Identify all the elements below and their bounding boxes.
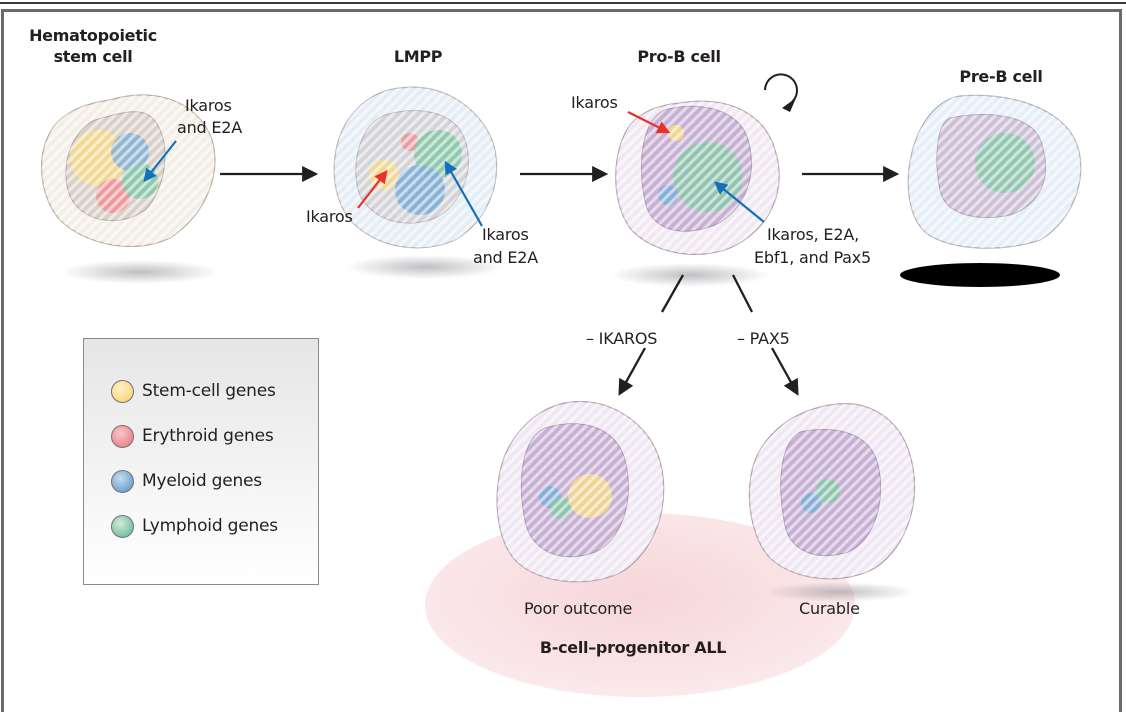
annotation-label: and E2A [473, 248, 538, 267]
legend-item-lymphoid: Lymphoid genes [111, 513, 278, 539]
branch-arrow [770, 347, 799, 396]
blue-arrow [444, 160, 483, 227]
stage-title: Hematopoietic [29, 26, 157, 45]
self-renewal-arrow [764, 73, 798, 103]
outcome-label: Curable [799, 599, 860, 618]
erythroid-genes-swatch-icon [111, 424, 134, 448]
stage-title: LMPP [394, 47, 443, 66]
cell-poor-outcome [496, 401, 665, 583]
branch-label-pax5: – PAX5 [737, 329, 790, 348]
legend-label: Lymphoid genes [142, 516, 278, 536]
cell-shadow [60, 260, 220, 284]
cell-shadow [900, 263, 1060, 287]
disease-region-label: B-cell–progenitor ALL [540, 638, 726, 657]
legend-label: Myeloid genes [142, 471, 262, 491]
cell-shadow [345, 255, 505, 279]
stage-title: stem cell [54, 47, 133, 66]
branch-label-ikaros: – IKAROS [586, 329, 657, 348]
annotation-label: Ikaros [571, 93, 618, 112]
legend-item-erythroid: Erythroid genes [111, 423, 274, 449]
annotation-label: Ikaros [482, 225, 529, 244]
blue-arrow [143, 140, 177, 183]
branch-line [731, 274, 754, 313]
red-arrow [357, 169, 388, 209]
cell-lmpp [333, 86, 498, 249]
self-renewal-arrowhead [782, 98, 796, 112]
cell-curable [748, 403, 916, 580]
legend-item-stem-cell: Stem-cell genes [111, 378, 276, 404]
stem-cell-genes-swatch-icon [111, 379, 134, 403]
annotation-label: Ikaros, E2A, [767, 225, 859, 244]
cell-shadow [765, 582, 915, 602]
cell-pre-b [907, 94, 1082, 249]
legend-label: Stem-cell genes [142, 381, 276, 401]
blue-arrow [713, 181, 765, 223]
outcome-label: Poor outcome [524, 599, 632, 618]
top-rule [0, 2, 1126, 4]
cell-pro-b [615, 100, 780, 255]
lymphoid-genes-swatch-icon [111, 514, 134, 538]
legend-label: Erythroid genes [142, 426, 274, 446]
figure-frame [1, 9, 1122, 712]
stage-title: Pro-B cell [637, 47, 720, 66]
annotation-label: Ebf1, and Pax5 [754, 248, 871, 267]
branch-arrow [618, 347, 647, 396]
red-arrow [627, 111, 671, 134]
cell-hematopoietic-stem-cell [41, 94, 216, 248]
legend-item-myeloid: Myeloid genes [111, 468, 262, 494]
annotation-label: Ikaros [185, 96, 232, 115]
cell-shadow [610, 263, 770, 287]
myeloid-genes-swatch-icon [111, 469, 134, 493]
annotation-label: and E2A [177, 118, 242, 137]
branch-line [660, 274, 685, 313]
annotation-label: Ikaros [306, 207, 353, 226]
stage-title: Pre-B cell [959, 67, 1042, 86]
legend: Stem-cell genes Erythroid genes Myeloid … [83, 338, 319, 585]
